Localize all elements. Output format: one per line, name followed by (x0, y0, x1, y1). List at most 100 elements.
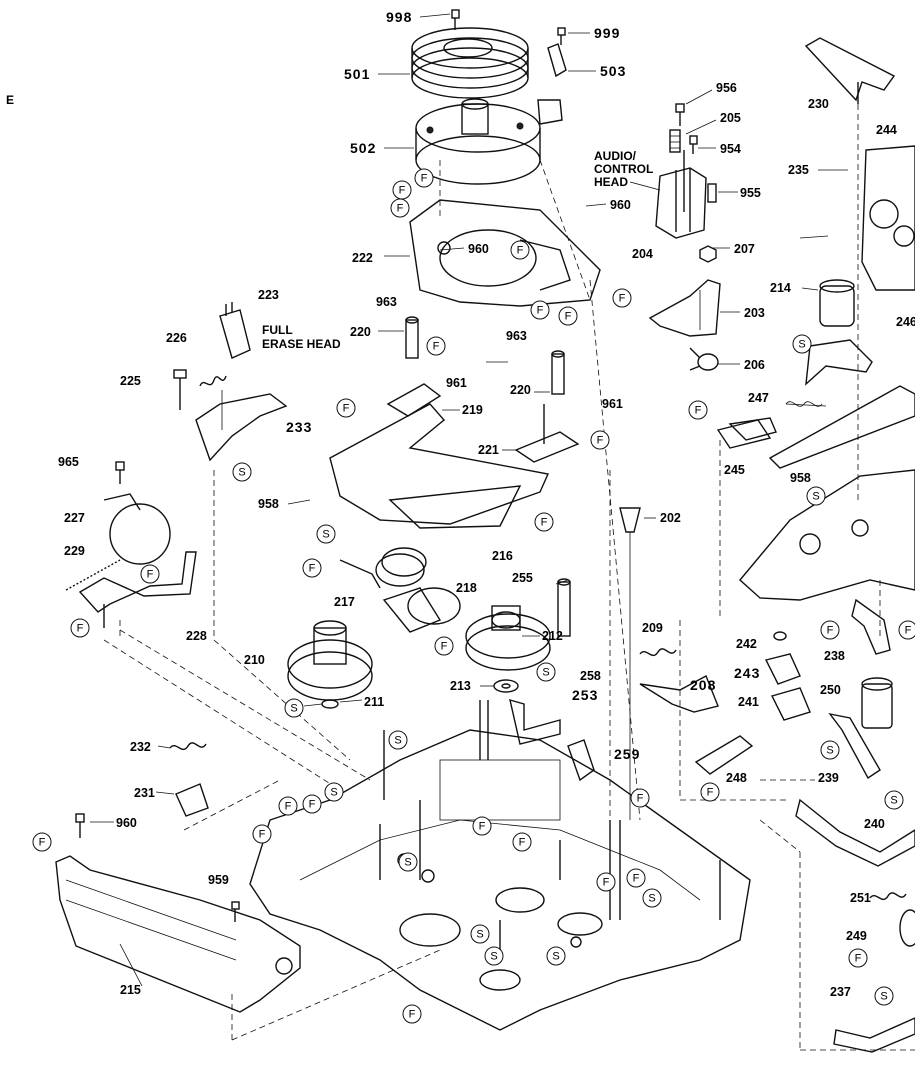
upper-drum-501 (411, 27, 529, 99)
spring-955 (707, 183, 717, 203)
callout-f-marker: F (70, 618, 90, 638)
label-961-b: 961 (602, 397, 623, 411)
post-225 (173, 369, 187, 410)
svg-text:F: F (537, 305, 544, 317)
shaft-255 (557, 578, 571, 637)
svg-text:F: F (633, 873, 640, 885)
svg-text:F: F (695, 405, 702, 417)
svg-text:S: S (330, 787, 337, 799)
svg-text:S: S (552, 951, 559, 963)
knob-202 (619, 507, 641, 820)
callout-s-marker: S (398, 852, 418, 872)
label-998: 998 (386, 9, 412, 25)
svg-text:F: F (343, 403, 350, 415)
label-956: 956 (716, 81, 737, 95)
screw-960-left (75, 813, 85, 838)
svg-text:S: S (404, 857, 411, 869)
callout-f-marker: F (510, 240, 530, 260)
label-237: 237 (830, 985, 851, 999)
gear-218 (382, 587, 461, 633)
svg-text:S: S (238, 467, 245, 479)
label-503: 503 (600, 63, 626, 79)
label-205: 205 (720, 111, 741, 125)
svg-text:S: S (648, 893, 655, 905)
svg-text:S: S (542, 667, 549, 679)
spring-226 (199, 375, 227, 387)
svg-text:F: F (855, 953, 862, 965)
label-251: 251 (850, 891, 871, 905)
svg-text:S: S (880, 991, 887, 1003)
svg-text:F: F (637, 793, 644, 805)
guide-arm-221 (514, 404, 580, 463)
label-960-c: 960 (116, 816, 137, 830)
label-230: 230 (808, 97, 829, 111)
svg-text:F: F (619, 293, 626, 305)
svg-text:F: F (421, 173, 428, 185)
guide-post-220b (551, 350, 565, 395)
full-erase-head-223 (219, 302, 251, 359)
callout-s-marker: S (874, 986, 894, 1006)
loading-plate-216 (329, 403, 549, 529)
drum-base-222 (409, 199, 601, 307)
label-255: 255 (512, 571, 533, 585)
label-960-a: 960 (610, 198, 631, 212)
erase-head-line-2: ERASE HEAD (262, 337, 341, 351)
svg-text:S: S (290, 703, 297, 715)
label-217: 217 (334, 595, 355, 609)
part-labels: 998 999 501 503 502 956 205 954 955 960 … (58, 9, 915, 999)
leader-lines (90, 13, 848, 987)
label-206: 206 (744, 358, 765, 372)
label-207: 207 (734, 242, 755, 256)
label-965: 965 (58, 455, 79, 469)
label-222: 222 (352, 251, 373, 265)
label-239: 239 (818, 771, 839, 785)
erase-head-label: FULL ERASE HEAD (262, 323, 341, 351)
svg-text:S: S (322, 529, 329, 541)
callout-s-marker: S (284, 698, 304, 718)
label-961-a: 961 (446, 376, 467, 390)
svg-text:F: F (827, 625, 834, 637)
label-960-b: 960 (468, 242, 489, 256)
callout-f-marker: F (252, 824, 272, 844)
callout-f-marker: F (590, 430, 610, 450)
label-211: 211 (364, 695, 384, 709)
callout-f-marker: F (558, 306, 578, 326)
label-232: 232 (130, 740, 151, 754)
label-245: 245 (724, 463, 745, 477)
plate-246 (768, 385, 915, 469)
lever-245 (716, 419, 772, 449)
callout-s-marker: S (388, 730, 408, 750)
label-216: 216 (492, 549, 513, 563)
washer-211 (321, 699, 339, 709)
spring-205 (669, 129, 681, 153)
label-955: 955 (740, 186, 761, 200)
audio-head-line-2: CONTROL (594, 162, 653, 176)
gear-217 (339, 547, 427, 589)
label-258: 258 (580, 669, 601, 683)
label-248: 248 (726, 771, 747, 785)
gear-249 (899, 909, 915, 947)
svg-text:F: F (397, 203, 404, 215)
head-base-233 (195, 390, 288, 462)
screw-999 (557, 27, 566, 45)
callout-s-marker: S (806, 486, 826, 506)
label-501: 501 (344, 66, 370, 82)
margin-mark: E (6, 93, 14, 107)
svg-text:S: S (490, 951, 497, 963)
label-203: 203 (744, 306, 765, 320)
callout-s-marker: S (884, 790, 904, 810)
label-213: 213 (450, 679, 471, 693)
svg-text:S: S (798, 339, 805, 351)
callout-f-marker: F (626, 868, 646, 888)
svg-text:F: F (309, 563, 316, 575)
label-219: 219 (462, 403, 483, 417)
label-502: 502 (350, 140, 376, 156)
audio-head-line-1: AUDIO/ (594, 149, 637, 163)
svg-text:F: F (517, 245, 524, 257)
svg-text:F: F (565, 311, 572, 323)
spring-251 (869, 892, 907, 901)
label-253: 253 (572, 687, 598, 703)
svg-text:F: F (519, 837, 526, 849)
